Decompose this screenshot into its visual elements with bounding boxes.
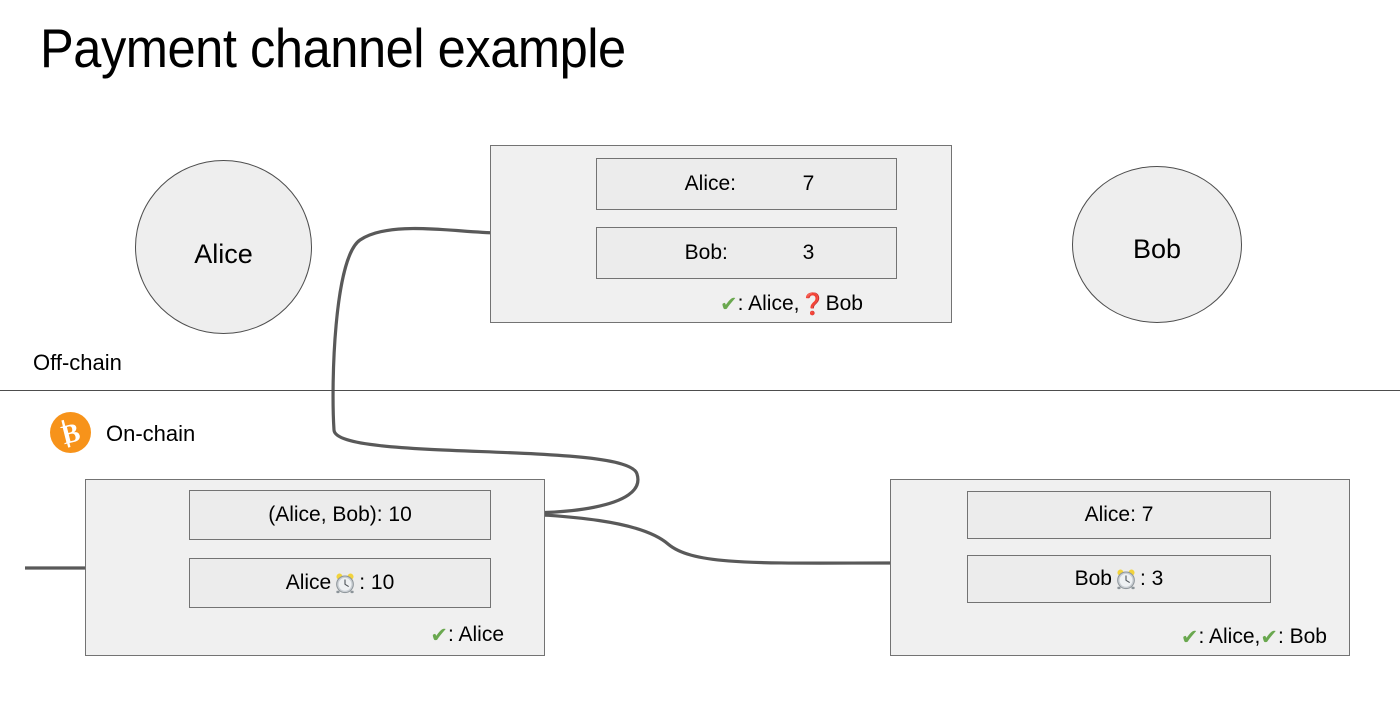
party-label-bob: Bob	[1132, 234, 1182, 264]
offchain-output-key-alice: Alice:	[684, 172, 737, 195]
funding-output-row-multisig[interactable]: (Alice, Bob): 10	[189, 490, 491, 540]
settlement-output-suffix-bob: : 3	[1140, 567, 1164, 590]
alarm-clock-icon	[1117, 569, 1135, 590]
settlement-output-row-alice[interactable]: Alice: 7	[967, 491, 1271, 539]
offchain-signature-text-bob: Bob	[825, 292, 863, 315]
party-label-alice: Alice	[194, 238, 253, 269]
party-node-alice[interactable]: Alice	[135, 160, 312, 334]
connector-funding-to-settlement	[491, 510, 959, 576]
alarm-clock-icon	[336, 573, 355, 594]
funding-signature-text-alice: : Alice	[447, 623, 504, 646]
check-mark-icon: ✔	[1260, 625, 1278, 649]
page-title: Payment channel example	[40, 17, 626, 79]
party-node-bob[interactable]: Bob	[1072, 166, 1242, 323]
settlement-output-row-bob[interactable]: Bob : 3	[967, 555, 1271, 603]
offchain-output-key-bob: Bob:	[684, 241, 728, 264]
funding-output-text-multisig: (Alice, Bob): 10	[268, 503, 412, 526]
offchain-zone-label: Off-chain	[33, 350, 122, 375]
check-mark-icon: ✔	[430, 623, 448, 647]
funding-output-row-timelock[interactable]: Alice : 10	[189, 558, 491, 608]
funding-signature-line: ✔ : Alice	[430, 623, 504, 647]
offchain-output-value-alice: 7	[802, 172, 815, 195]
check-mark-icon: ✔	[1180, 625, 1199, 649]
settlement-output-text-alice: Alice: 7	[1084, 503, 1154, 526]
offchain-signature-text-alice: : Alice,	[737, 292, 800, 315]
settlement-transaction-box[interactable]: Alice: 7 Bob : 3 ✔ : Alice, ✔ : Bob	[890, 479, 1350, 656]
zone-divider	[0, 390, 1400, 391]
check-mark-icon: ✔	[719, 292, 738, 316]
offchain-output-row-bob[interactable]: Bob: 3	[596, 227, 897, 279]
funding-transaction-box[interactable]: (Alice, Bob): 10 Alice : 10 ✔ : Alice	[85, 479, 545, 656]
offchain-signature-line: ✔ : Alice, ❓ Bob	[720, 292, 863, 316]
offchain-output-row-alice[interactable]: Alice: 7	[596, 158, 897, 210]
settlement-signature-line: ✔ : Alice, ✔ : Bob	[1181, 625, 1327, 649]
settlement-signature-text-alice: : Alice,	[1198, 625, 1261, 648]
offchain-output-value-bob: 3	[802, 241, 815, 264]
settlement-signature-text-bob: : Bob	[1277, 625, 1327, 648]
offchain-transaction-box[interactable]: Alice: 7 Bob: 3 ✔ : Alice, ❓ Bob	[490, 145, 952, 323]
bitcoin-icon: B	[50, 412, 91, 453]
settlement-output-prefix-bob: Bob	[1074, 567, 1112, 590]
onchain-zone-label: On-chain	[106, 421, 196, 446]
funding-output-suffix-timelock: : 10	[359, 571, 395, 594]
funding-output-prefix-alice: Alice	[285, 571, 332, 594]
question-mark-icon: ❓	[799, 292, 826, 316]
